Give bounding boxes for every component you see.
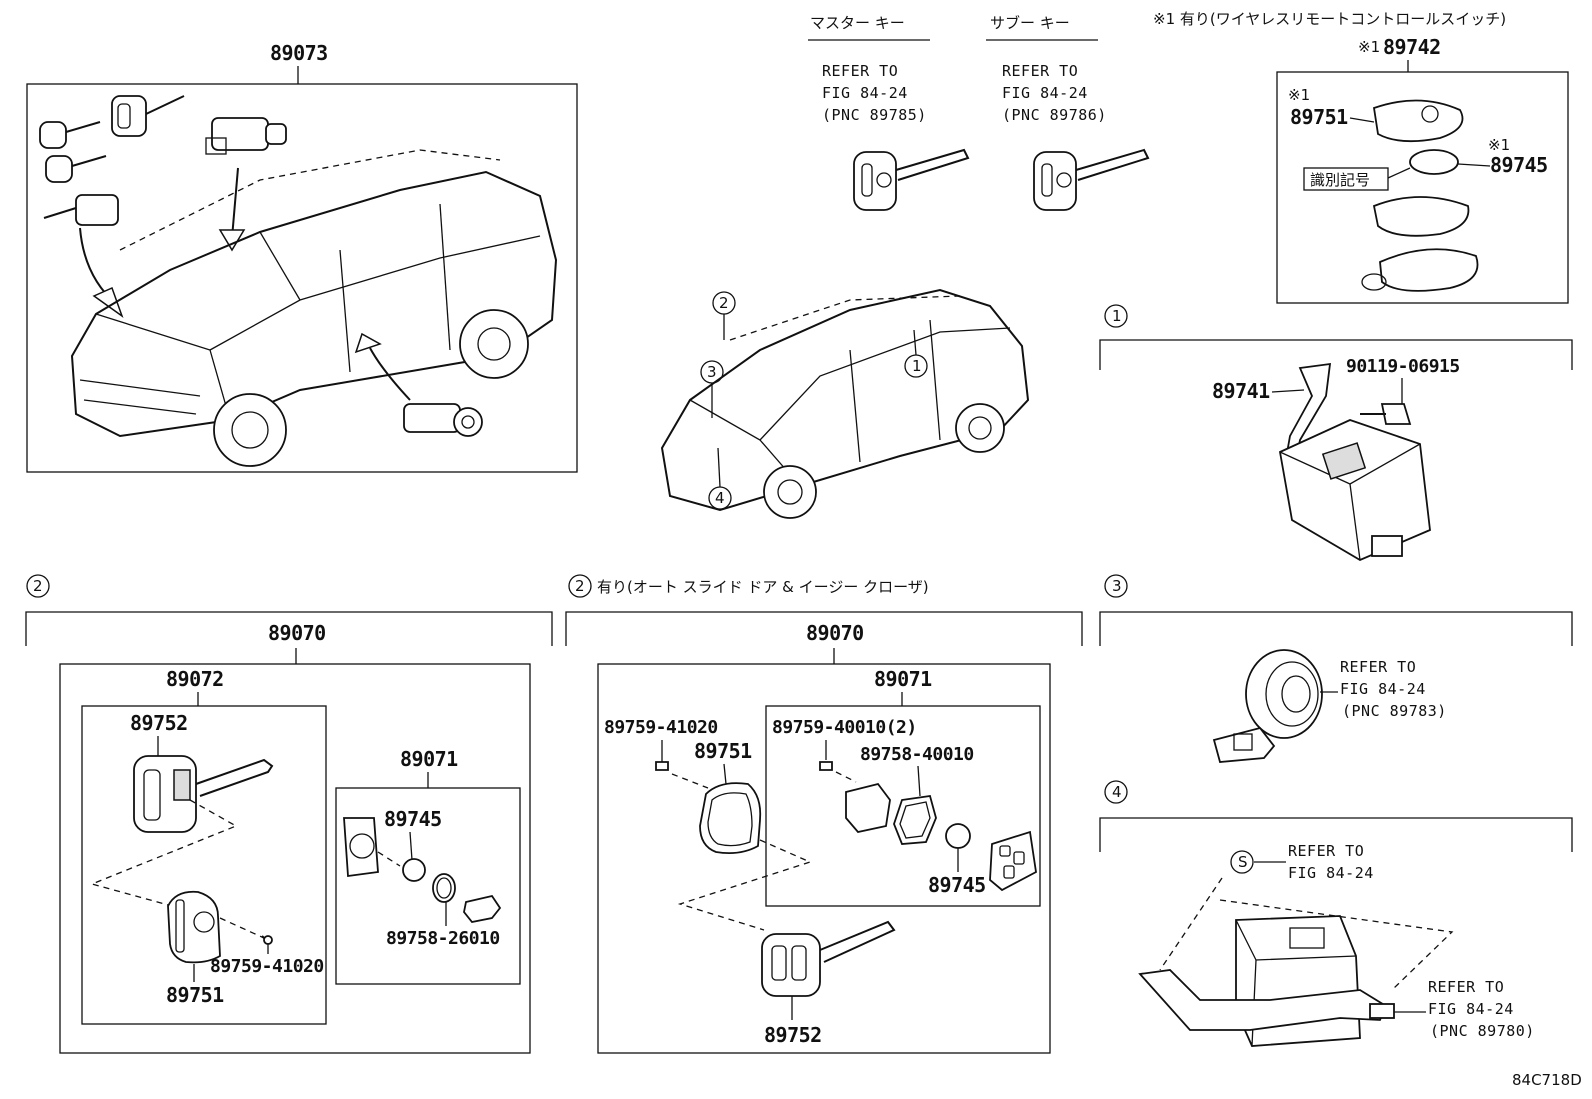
master-key-ref-3: (PNC 89785) [822,106,927,124]
section-4-ref-2: FIG 84-24 [1428,1000,1514,1018]
section-4-callout[interactable]: 4 [1112,783,1122,801]
part-number-89072[interactable]: 89072 [166,667,224,691]
part-number-89752-b[interactable]: 89752 [764,1023,822,1047]
diagram-code: 84C718D [1512,1071,1582,1089]
section-3-ref-3: (PNC 89783) [1342,702,1447,720]
remote-mark-89742: ※1 [1358,38,1380,56]
id-label: 識別記号 [1310,171,1370,189]
lock-cylinder-bottom [403,403,483,437]
van-illustration-1 [70,149,558,467]
part-number-89759-41020-b[interactable]: 89759-41020 [604,717,718,738]
section-3: 3 REFER TO FIG 84-24 (PNC 89783) [1099,574,1573,763]
part-number-89071-a[interactable]: 89071 [400,747,459,771]
part-number-89071-b[interactable]: 89071 [874,667,933,691]
title-note: ※1 有り(ワイヤレスリモートコントロールスイッチ) [1153,10,1506,28]
master-key-ref-1: REFER TO [822,62,898,80]
part-number-89758-26010[interactable]: 89758-26010 [386,928,500,949]
center-callouts: 2 3 1 4 [700,291,928,510]
part-number-89745-a[interactable]: 89745 [384,807,442,831]
section-4-ref-3: (PNC 89780) [1430,1022,1535,1040]
section-2b-label: 有り(オート スライド ドア & イージー クローザ) [597,578,929,596]
sub-key-ref-1: REFER TO [1002,62,1078,80]
part-number-89751-b[interactable]: 89751 [694,739,753,763]
group-89073: 89073 [26,41,578,473]
section-2a: 2 89070 89072 89752 89759-41020 89751 89… [25,574,553,1054]
part-number-89073[interactable]: 89073 [270,41,328,65]
section-4-s-callout[interactable]: S [1238,853,1248,871]
part-number-89751-remote[interactable]: 89751 [1290,105,1349,129]
sub-key-label: サブー キー [990,14,1070,32]
callout-3[interactable]: 3 [707,363,717,381]
part-number-89745-remote[interactable]: 89745 [1490,153,1548,177]
callout-1[interactable]: 1 [912,357,922,375]
master-key-group: マスター キー REFER TO FIG 84-24 (PNC 89785) [808,14,970,211]
sub-key-ref-2: FIG 84-24 [1002,84,1088,102]
section-1: 1 89741 90119-06915 [1099,304,1573,562]
section-2b-callout[interactable]: 2 [575,577,585,595]
van-illustration-2 [660,288,1030,519]
lock-cylinder-top [205,117,287,155]
part-number-89745-b[interactable]: 89745 [928,873,986,897]
master-key-label: マスター キー [810,14,905,32]
section-2b: 2 有り(オート スライド ドア & イージー クローザ) 89070 8907… [565,574,1083,1054]
part-number-89741[interactable]: 89741 [1212,379,1271,403]
section-4-ref-1: REFER TO [1428,978,1504,996]
section-4-ref-s-2: FIG 84-24 [1288,864,1374,882]
part-number-89759-41020-a[interactable]: 89759-41020 [210,956,324,977]
part-number-89070-a[interactable]: 89070 [268,621,326,645]
part-number-90119-06915[interactable]: 90119-06915 [1346,356,1460,377]
part-number-89758-40010[interactable]: 89758-40010 [860,744,974,765]
master-key-ref-2: FIG 84-24 [822,84,908,102]
section-4-ref-s-1: REFER TO [1288,842,1364,860]
part-number-89070-b[interactable]: 89070 [806,621,864,645]
part-number-89759-40010[interactable]: 89759-40010(2) [772,717,917,738]
sub-key-group: サブー キー REFER TO FIG 84-24 (PNC 89786) [986,14,1150,211]
remote-group: ※1 89742 ※1 89751 ※1 89745 識別記号 [1276,35,1569,304]
section-2a-callout[interactable]: 2 [33,577,43,595]
remote-mark-89751: ※1 [1288,86,1310,104]
part-number-89751-a[interactable]: 89751 [166,983,225,1007]
section-3-callout[interactable]: 3 [1112,577,1122,595]
section-1-callout[interactable]: 1 [1112,307,1122,325]
section-3-ref-2: FIG 84-24 [1340,680,1426,698]
section-4: 4 S REFER TO FIG 84-24 REFER TO FIG 84-2… [1099,780,1573,1047]
section-3-ref-1: REFER TO [1340,658,1416,676]
remote-mark-89745: ※1 [1488,136,1510,154]
part-number-89752-a[interactable]: 89752 [130,711,188,735]
key-icons [39,95,185,226]
callout-4[interactable]: 4 [715,489,725,507]
sub-key-ref-3: (PNC 89786) [1002,106,1107,124]
part-number-89742[interactable]: 89742 [1383,35,1441,59]
callout-2-top[interactable]: 2 [719,294,729,312]
